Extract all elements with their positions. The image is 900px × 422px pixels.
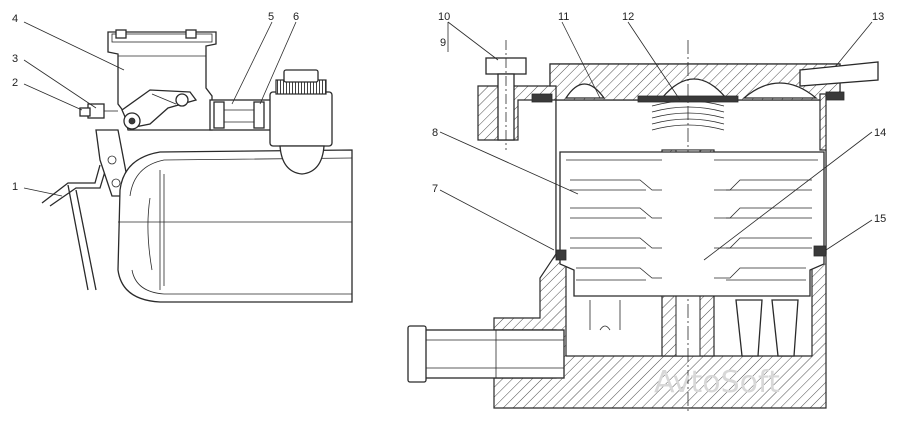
leader-lines bbox=[23, 21, 873, 261]
callout-14: 14 bbox=[874, 127, 886, 139]
callout-9: 9 bbox=[440, 37, 446, 49]
callout-5: 5 bbox=[268, 11, 274, 23]
hose-clamp-right bbox=[253, 101, 265, 129]
gasket-left bbox=[531, 93, 553, 103]
callout-6: 6 bbox=[293, 11, 299, 23]
callout-4: 4 bbox=[12, 13, 18, 25]
outlet-cone-left bbox=[735, 299, 763, 357]
spring bbox=[637, 95, 739, 131]
tank-body bbox=[117, 149, 353, 303]
filter-plates bbox=[570, 179, 812, 281]
hose-clamp-left bbox=[213, 101, 225, 129]
callout-12: 12 bbox=[622, 11, 634, 23]
external-view bbox=[41, 29, 353, 303]
callout-15: 15 bbox=[874, 213, 886, 225]
callout-13: 13 bbox=[872, 11, 884, 23]
callout-8: 8 bbox=[432, 127, 438, 139]
seal-ring bbox=[813, 245, 827, 257]
callout-2: 2 bbox=[12, 77, 18, 89]
outlet-cone-right bbox=[771, 299, 799, 357]
filter-element-outer bbox=[559, 151, 825, 297]
mounting-bracket bbox=[41, 164, 107, 291]
callout-7: 7 bbox=[432, 183, 438, 195]
filter-body bbox=[269, 91, 333, 147]
gasket-right bbox=[825, 91, 845, 101]
callout-10: 10 bbox=[438, 11, 450, 23]
callout-1: 1 bbox=[12, 181, 18, 193]
cover-plate bbox=[799, 61, 879, 87]
inlet-pipe bbox=[407, 325, 565, 383]
watermark: AvtoSoft bbox=[654, 365, 780, 400]
callout-3: 3 bbox=[12, 53, 18, 65]
callout-11: 11 bbox=[558, 11, 569, 23]
section-view bbox=[407, 40, 879, 412]
